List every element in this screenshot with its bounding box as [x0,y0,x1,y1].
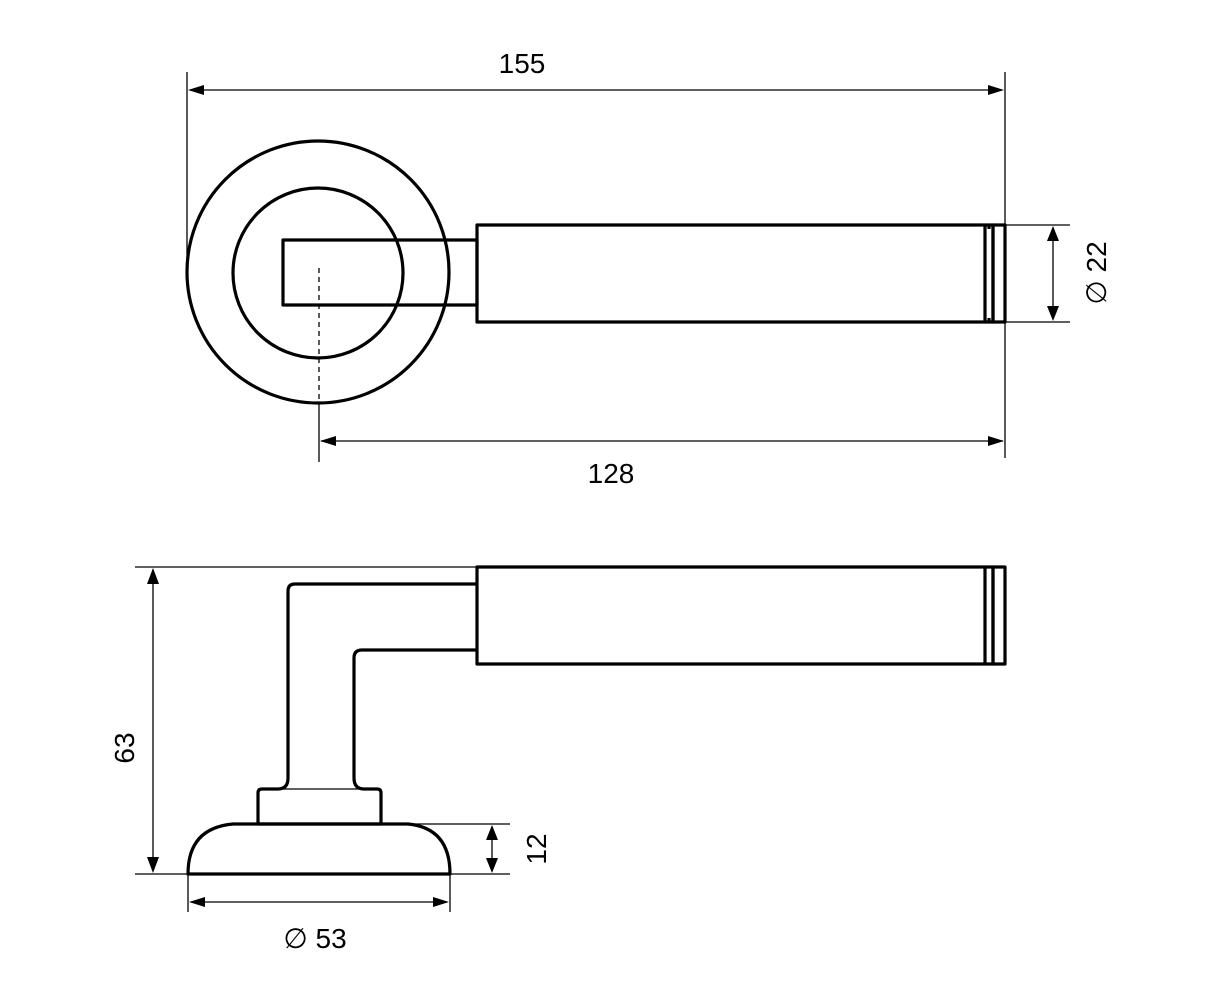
dimension-diameter-22: ∅ 22 [1005,224,1112,323]
dimension-22-label: ∅ 22 [1081,241,1112,304]
dimension-12-label: 12 [521,833,552,864]
end-cap-side [991,565,1007,666]
dimension-63: 63 [109,566,477,875]
lever-neck [256,582,477,824]
end-cap [991,223,1007,324]
rose-outer-circle [185,139,451,405]
top-view: 155 128 ∅ 22 [185,48,1112,489]
dimension-63-label: 63 [109,732,140,763]
side-view: 63 12 ∅ 53 [109,565,1007,954]
dimension-diameter-53: ∅ 53 [187,874,451,954]
dimension-155: 155 [186,48,1006,458]
dimension-53-label: ∅ 53 [283,923,346,954]
dimension-128: 128 [318,405,1004,489]
lever-grip-side [475,565,987,666]
dimension-155-label: 155 [499,48,546,79]
rose-base [186,822,452,876]
rose-inner-circle [231,186,405,360]
lever-grip [475,223,987,324]
dimension-128-label: 128 [588,458,635,489]
dimension-12: 12 [412,823,552,875]
